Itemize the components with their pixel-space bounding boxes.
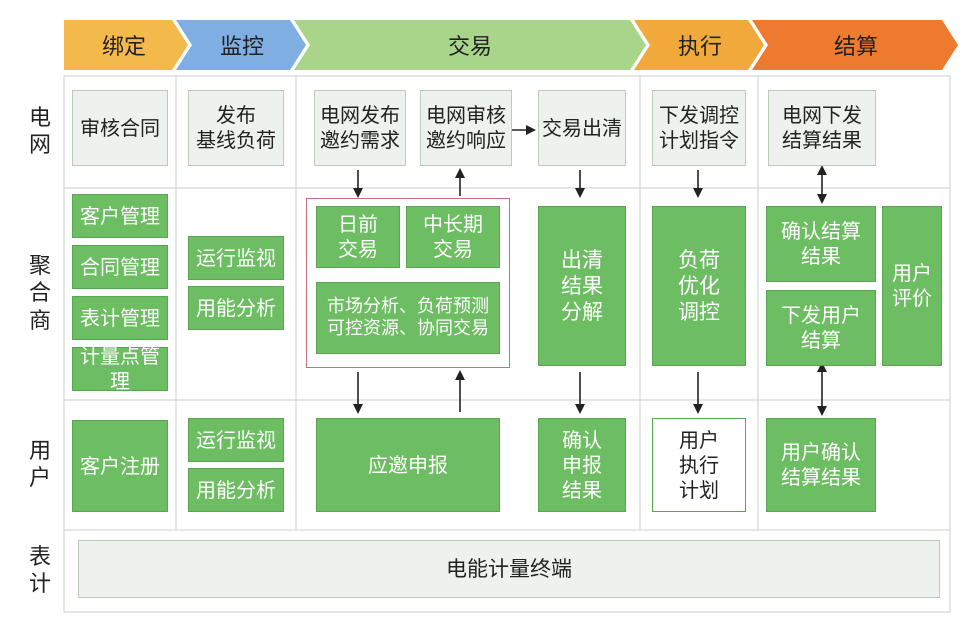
day-ahead-box: 日前 交易 [316, 206, 400, 268]
user-evaluation-box: 用户 评价 [882, 206, 942, 366]
row-label-user: 用 户 [28, 438, 51, 492]
grid-lines [63, 75, 951, 613]
user-exec-plan-box: 用户 执行 计划 [652, 418, 746, 512]
confirm-declare-box: 确认 申报 结果 [538, 418, 626, 512]
phase-arrow-trade [294, 20, 646, 70]
agg-monitor-box: 运行监视 [188, 236, 284, 280]
user-confirm-settlement-box: 用户确认 结算结果 [766, 418, 876, 512]
trade-module-frame [306, 198, 510, 368]
market-analysis-box: 市场分析、负荷预测 可控资源、协同交易 [316, 282, 500, 354]
phase-label-settle: 结算 [833, 35, 878, 60]
invite-declare-box: 应邀申报 [316, 418, 500, 512]
contract-mgmt-box: 合同管理 [72, 245, 168, 289]
grid-issue-settlement-box: 电网下发 结算结果 [768, 90, 876, 166]
connector-arrows [353, 125, 827, 416]
phase-arrow-bind [64, 20, 188, 70]
meter-mgmt-box: 表计管理 [72, 296, 168, 340]
row-label-grid: 电 网 [28, 105, 51, 159]
phase-arrow-execute [634, 20, 764, 70]
user-energy-analysis-box: 用能分析 [188, 468, 284, 512]
phase-arrow-settle [752, 20, 958, 70]
metering-point-mgmt-box: 计量点管理 [72, 344, 168, 393]
row-label-meter: 表 计 [28, 544, 51, 598]
audit-contract-box: 审核合同 [72, 90, 168, 166]
mid-long-term-box: 中长期 交易 [406, 206, 500, 268]
energy-meter-terminal-box: 电能计量终端 [78, 540, 940, 598]
phase-banner [64, 20, 958, 70]
phase-arrow-monitor [176, 20, 306, 70]
trade-clearing-box: 交易出清 [538, 90, 626, 166]
customer-register-box: 客户注册 [72, 420, 168, 512]
grid-publish-demand-box: 电网发布 邀约需求 [314, 90, 406, 166]
phase-label-execute: 执行 [677, 35, 722, 60]
user-monitor-box: 运行监视 [188, 418, 284, 462]
clearing-decompose-box: 出清 结果 分解 [538, 206, 626, 366]
issue-user-settlement-box: 下发用户 结算 [766, 290, 876, 366]
confirm-settlement-box: 确认结算 结果 [766, 206, 876, 282]
customer-mgmt-box: 客户管理 [72, 194, 168, 238]
publish-baseline-box: 发布 基线负荷 [188, 90, 284, 166]
load-optimize-box: 负荷 优化 调控 [652, 206, 746, 366]
agg-energy-analysis-box: 用能分析 [188, 286, 284, 330]
phase-label-bind: 绑定 [101, 35, 146, 60]
issue-dispatch-box: 下发调控 计划指令 [652, 90, 746, 166]
phase-label-monitor: 监控 [219, 35, 264, 60]
grid-audit-response-box: 电网审核 邀约响应 [420, 90, 512, 166]
phase-label-trade: 交易 [447, 35, 492, 60]
row-label-aggregator: 聚 合 商 [28, 253, 51, 334]
